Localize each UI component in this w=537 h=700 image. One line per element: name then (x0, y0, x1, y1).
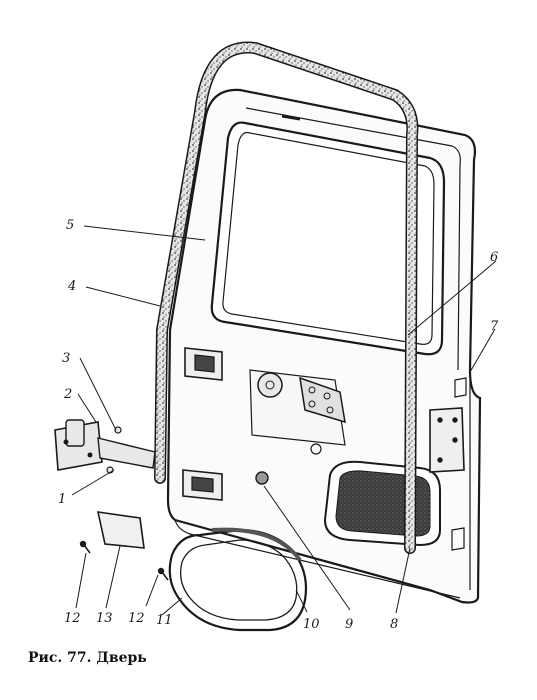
callout-12-left: 12 (64, 611, 81, 626)
callout-13: 13 (96, 611, 113, 626)
callout-4: 4 (67, 279, 76, 294)
callouts: 5 4 6 7 3 2 1 9 8 10 11 12 12 13 (58, 218, 499, 632)
screws (79, 540, 169, 581)
callout-9: 9 (345, 617, 353, 632)
callout-11: 11 (156, 613, 173, 628)
door-diagram: gata-parts (54, 41, 499, 632)
callout-5: 5 (66, 218, 74, 233)
callout-12-right: 12 (128, 611, 145, 626)
figure-caption: Рис. 77. Дверь (28, 650, 147, 666)
hinge (54, 419, 156, 474)
leader-lines (71, 225, 497, 616)
callout-6: 6 (490, 250, 498, 265)
panel-gasket (168, 527, 308, 632)
callout-1: 1 (58, 492, 66, 507)
callout-10: 10 (303, 617, 320, 632)
door-panel (166, 88, 482, 604)
callout-3: 3 (62, 351, 70, 366)
callout-8: 8 (390, 617, 398, 632)
cover-plate (96, 511, 145, 549)
callout-2: 2 (63, 387, 72, 402)
callout-7: 7 (490, 319, 499, 334)
